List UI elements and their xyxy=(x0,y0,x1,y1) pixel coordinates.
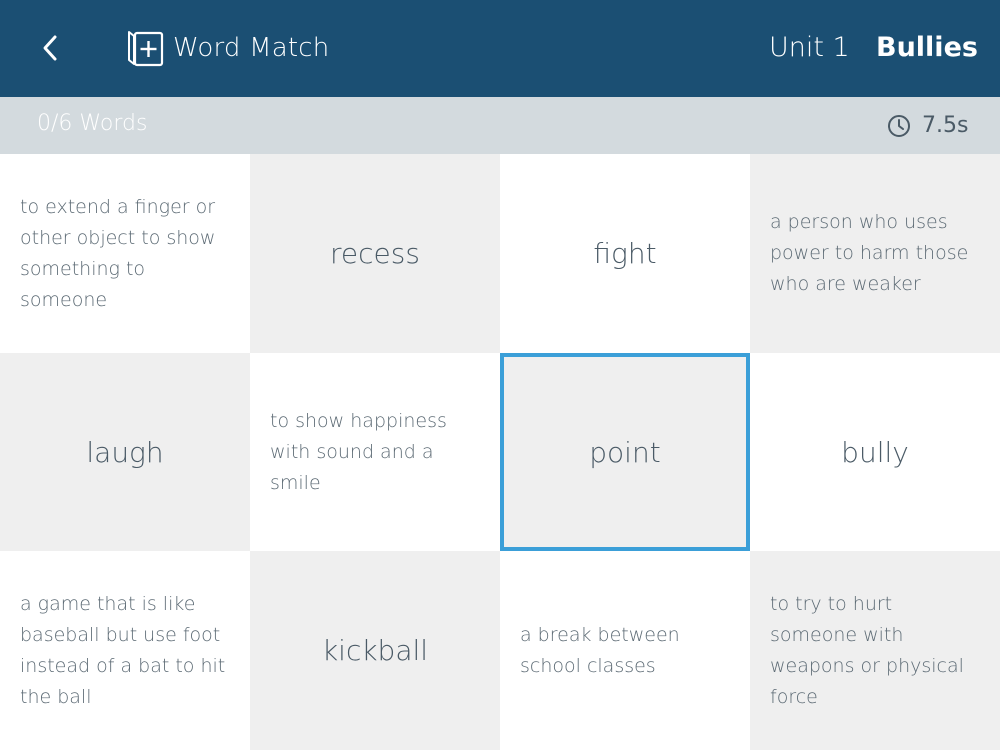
header-bar: Word Match Unit 1 Bullies xyxy=(0,0,1000,97)
match-card[interactable]: to extend a finger or other object to sh… xyxy=(0,154,250,353)
card-text: to try to hurt someone with weapons or p… xyxy=(770,592,964,708)
card-text: recess xyxy=(330,237,420,270)
match-card[interactable]: a person who uses power to harm those wh… xyxy=(750,154,1000,353)
card-text: a person who uses power to harm those wh… xyxy=(770,211,969,295)
card-text: a game that is like baseball but use foo… xyxy=(20,592,226,708)
match-card[interactable]: to try to hurt someone with weapons or p… xyxy=(750,551,1000,750)
match-card-selected[interactable]: point xyxy=(500,353,750,551)
progress-counter: 0/6 Words xyxy=(37,111,148,136)
card-text: to show happiness with sound and a smile xyxy=(270,409,447,494)
timer: 7.5s xyxy=(922,113,969,138)
match-card[interactable]: a game that is like baseball but use foo… xyxy=(0,551,250,750)
card-text: to extend a finger or other object to sh… xyxy=(20,195,216,311)
card-text: bully xyxy=(841,435,909,469)
topic-title: Bullies xyxy=(876,32,978,63)
chevron-left-icon xyxy=(43,35,57,61)
clock-icon xyxy=(888,115,910,137)
match-card[interactable]: to show happiness with sound and a smile xyxy=(250,353,500,551)
match-card[interactable]: bully xyxy=(750,353,1000,551)
back-button[interactable] xyxy=(30,28,70,68)
unit-label: Unit 1 xyxy=(769,32,850,63)
status-bar: 0/6 Words xyxy=(0,97,1000,154)
match-card[interactable]: a break between school classes xyxy=(500,551,750,750)
match-card[interactable]: fight xyxy=(500,154,750,353)
card-text: kickball xyxy=(321,634,429,667)
card-text: a break between school classes xyxy=(520,623,680,677)
card-text: fight xyxy=(593,237,657,270)
match-card[interactable]: laugh xyxy=(0,353,250,551)
card-text: point xyxy=(589,435,661,469)
app-title: Word Match xyxy=(173,33,330,63)
card-text: laugh xyxy=(86,435,164,469)
match-card[interactable]: kickball xyxy=(250,551,500,750)
match-grid: to extend a finger or other object to sh… xyxy=(0,154,1000,750)
flashcard-add-icon xyxy=(128,31,164,67)
match-card[interactable]: recess xyxy=(250,154,500,353)
